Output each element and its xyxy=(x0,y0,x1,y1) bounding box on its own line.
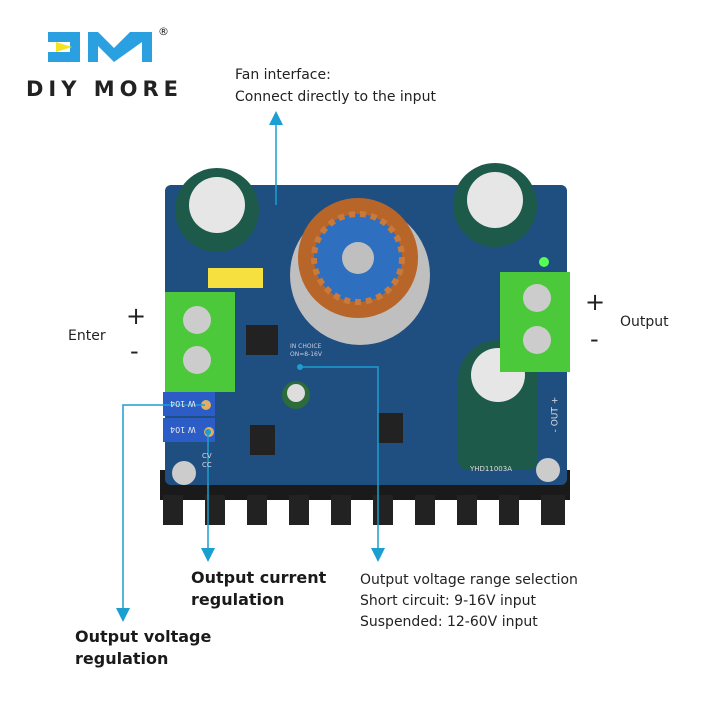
voltage-label-1: Output voltage xyxy=(75,627,212,646)
voltage-label-2: regulation xyxy=(75,649,169,668)
pot-label-2: W 104 xyxy=(170,425,196,434)
logo-text: DIY MORE xyxy=(26,77,184,101)
output-label: Output xyxy=(620,314,669,330)
logo-mark xyxy=(48,32,152,62)
silk-range: ON=8-16V xyxy=(290,351,322,358)
capacitor-icons xyxy=(175,163,538,470)
fan-label-2: Connect directly to the input xyxy=(235,89,436,105)
input-plus: + xyxy=(126,302,147,330)
current-label-1: Output current xyxy=(191,568,327,587)
fuse xyxy=(208,268,263,288)
input-label: Enter xyxy=(68,328,106,344)
output-terminal xyxy=(500,272,570,372)
range-label-2: Short circuit: 9-16V input xyxy=(360,593,536,609)
current-label-2: regulation xyxy=(191,590,285,609)
led xyxy=(539,257,549,267)
annotation-lines xyxy=(122,124,379,608)
output-minus: - xyxy=(590,325,599,353)
registered-mark: ® xyxy=(158,25,169,38)
fan-label-1: Fan interface: xyxy=(235,67,331,83)
range-label-3: Suspended: 12-60V input xyxy=(360,614,538,630)
ic-chips xyxy=(246,325,403,455)
arrowheads xyxy=(116,111,385,622)
toroid-inductor xyxy=(290,198,430,345)
input-minus: - xyxy=(130,337,139,365)
range-label-1: Output voltage range selection xyxy=(360,572,578,588)
output-plus: + xyxy=(585,288,606,316)
voltage-arrow-icon xyxy=(116,608,130,622)
silk-cv: CV xyxy=(202,452,212,460)
silk-out: - OUT + xyxy=(550,396,561,433)
silk-cc: CC xyxy=(202,461,212,469)
silk-choice: IN CHOICE xyxy=(290,343,322,350)
pot-label-1: W 104 xyxy=(170,399,196,408)
fan-arrow-icon xyxy=(269,111,283,125)
model-number: YHD11003A xyxy=(470,465,512,473)
current-arrow-icon xyxy=(201,548,215,562)
input-terminal xyxy=(165,292,235,392)
range-arrow-icon xyxy=(371,548,385,562)
